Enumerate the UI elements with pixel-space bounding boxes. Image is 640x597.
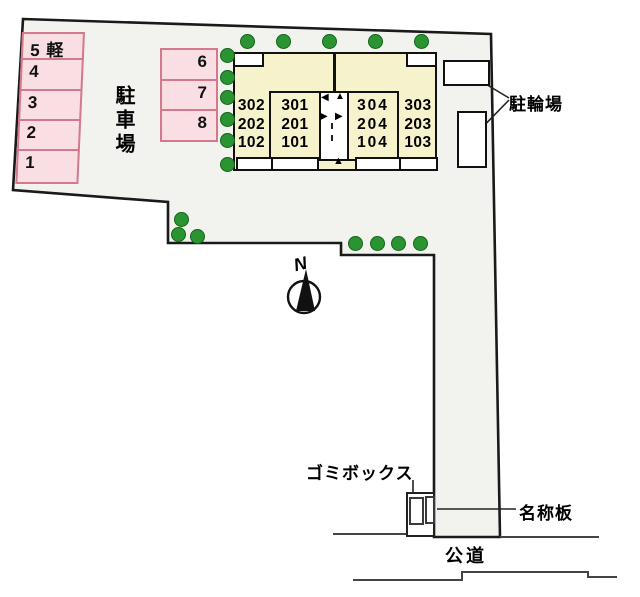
name-plate-rect: [425, 496, 435, 524]
unit-number: 303: [404, 97, 432, 114]
unit-number: 202: [237, 115, 266, 133]
name-plate-label: 名称板: [519, 504, 573, 523]
tree-icon: [220, 133, 235, 148]
parking-stall-group-right: 6 7 8: [160, 48, 218, 142]
stair-arrow-left-icon: ◀: [321, 92, 329, 103]
stair-arrow-right2-icon: ▶: [335, 111, 343, 122]
stall-label: 1: [24, 153, 37, 172]
unit-number: 102: [237, 134, 266, 151]
unit-number: 304: [357, 97, 389, 114]
tree-icon: [220, 70, 235, 85]
unit-number-column-2: 301 201 101: [271, 97, 319, 153]
tree-icon: [391, 236, 406, 251]
unit-number-column-1: 302 202 102: [233, 97, 270, 153]
entrance-strip-divider: [271, 159, 273, 169]
tree-icon: [171, 227, 186, 242]
parking-stall-group-left: 5 軽 4 3 2 1: [15, 32, 85, 184]
balcony-notch-right: [406, 52, 437, 67]
tree-icon: [240, 34, 255, 49]
tree-icon: [220, 90, 235, 105]
unit-number-column-4: 303 203 103: [399, 97, 437, 153]
parking-stall-6: 6: [160, 48, 218, 81]
bicycle-parking-rect-top: [443, 60, 490, 86]
bicycle-parking-rect-bottom: [457, 111, 487, 168]
tree-icon: [368, 34, 383, 49]
parking-stall-3: 3: [18, 89, 83, 121]
unit-number: 203: [404, 115, 432, 133]
unit-number: 204: [357, 115, 389, 133]
unit-number: 101: [281, 134, 309, 151]
building-center-divider: [333, 53, 336, 92]
tree-icon: [348, 236, 363, 251]
unit-number: 301: [281, 97, 309, 114]
garbage-box-label: ゴミボックス: [306, 464, 414, 483]
tree-icon: [174, 212, 189, 227]
tree-icon: [220, 48, 235, 63]
unit-number: 201: [281, 115, 309, 133]
entrance-strip-left: [236, 157, 319, 171]
parking-stall-4: 4: [19, 58, 84, 91]
parking-stall-5-kei: 5 軽: [20, 32, 85, 60]
unit-number-column-3: 304 204 104: [349, 97, 397, 153]
parking-stall-7: 7: [160, 79, 218, 111]
stair-dashed-line: [331, 123, 333, 141]
unit-number: 104: [357, 134, 389, 151]
tree-icon: [413, 236, 428, 251]
curb-line: [353, 571, 617, 581]
stall-label: 7: [197, 83, 208, 102]
bicycle-parking-label: 駐輪場: [509, 95, 563, 114]
stall-label: 6: [197, 52, 208, 71]
unit-number: 302: [237, 97, 266, 114]
stall-label: 8: [197, 113, 208, 132]
stall-label: 3: [27, 93, 39, 112]
stair-arrow-right-icon: ▶: [320, 111, 328, 122]
stall-label: 2: [26, 123, 38, 142]
entrance-strip-right: [355, 157, 438, 171]
stair-arrow-up-icon: ▲: [335, 91, 345, 102]
tree-icon: [414, 34, 429, 49]
parking-area-label: 駐車場: [112, 85, 134, 157]
tree-icon: [220, 157, 235, 172]
parking-stall-2: 2: [16, 119, 82, 151]
tree-icon: [190, 229, 205, 244]
public-road-label: 公道: [445, 546, 487, 566]
tree-icon: [322, 34, 337, 49]
entrance-strip-divider: [399, 159, 401, 169]
stall-label: 4: [28, 62, 41, 81]
parking-stall-1: 1: [15, 149, 80, 184]
garbage-box-rect: [409, 497, 424, 525]
tree-icon: [370, 236, 385, 251]
north-arrow-needle: [296, 269, 315, 311]
balcony-notch-left: [233, 52, 264, 67]
tree-icon: [276, 34, 291, 49]
unit-number: 103: [404, 134, 432, 151]
tree-icon: [220, 112, 235, 127]
stair-entry-arrow-icon: ▲: [333, 155, 344, 167]
parking-stall-8: 8: [160, 109, 218, 142]
